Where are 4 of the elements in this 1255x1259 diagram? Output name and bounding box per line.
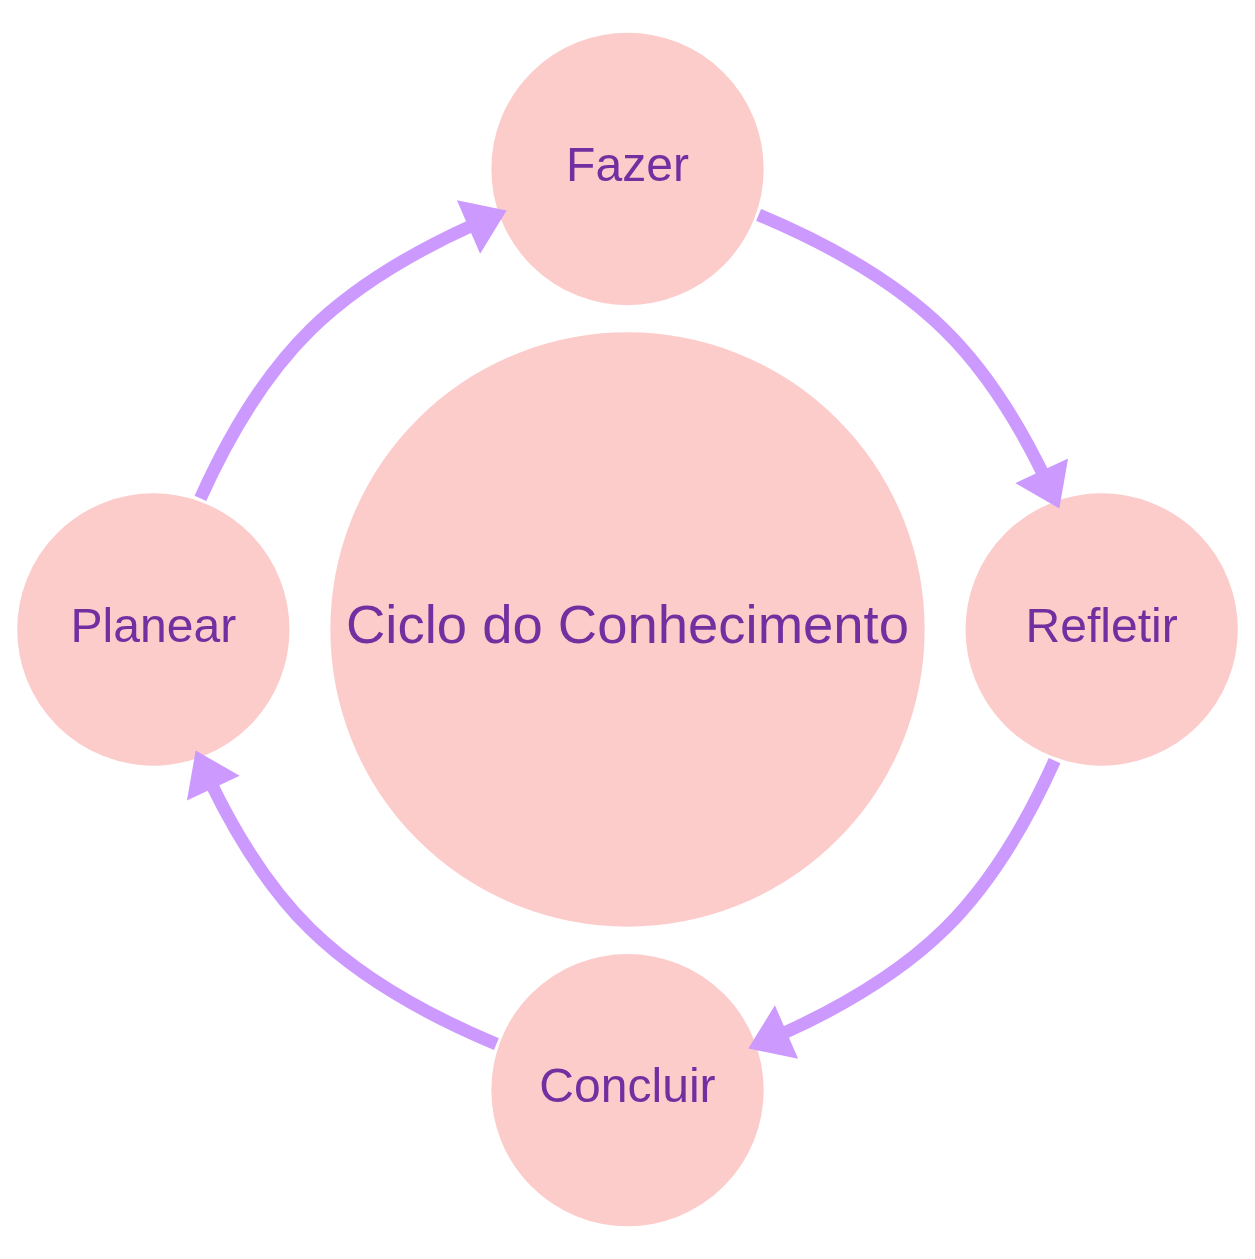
arrow [186,750,499,1051]
arrow [748,757,1061,1059]
arrow [194,200,507,502]
arrow [756,208,1069,509]
